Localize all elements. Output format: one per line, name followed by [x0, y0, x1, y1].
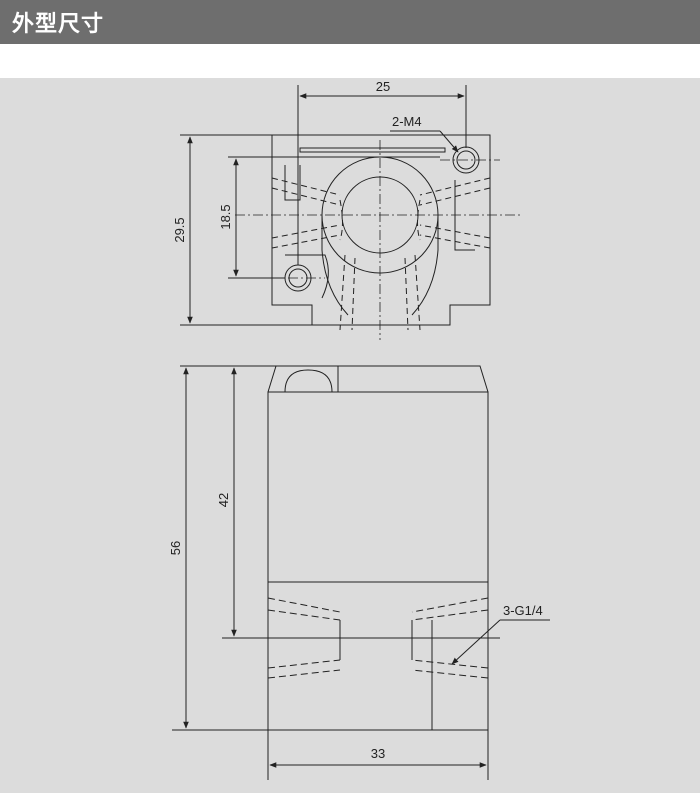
hole-label: 2-M4	[392, 114, 422, 129]
dim-height-inner-front: 42	[216, 493, 231, 507]
vent-dome	[284, 369, 333, 393]
top-view	[180, 85, 520, 340]
dim-height-outer-top: 29.5	[172, 217, 187, 242]
dim-height-total-front: 56	[168, 541, 183, 555]
front-view	[172, 365, 550, 780]
dim-width-front: 33	[371, 746, 385, 761]
dim-width-top: 25	[376, 79, 390, 94]
top-view-outline	[271, 134, 491, 326]
front-view-body	[267, 391, 489, 731]
page-title: 外型尺寸	[12, 12, 105, 37]
header-bar: 外型尺寸	[0, 0, 700, 44]
dim-height-inner-top: 18.5	[218, 204, 233, 229]
drawing-area	[0, 78, 700, 793]
port-label: 3-G1/4	[503, 603, 543, 618]
